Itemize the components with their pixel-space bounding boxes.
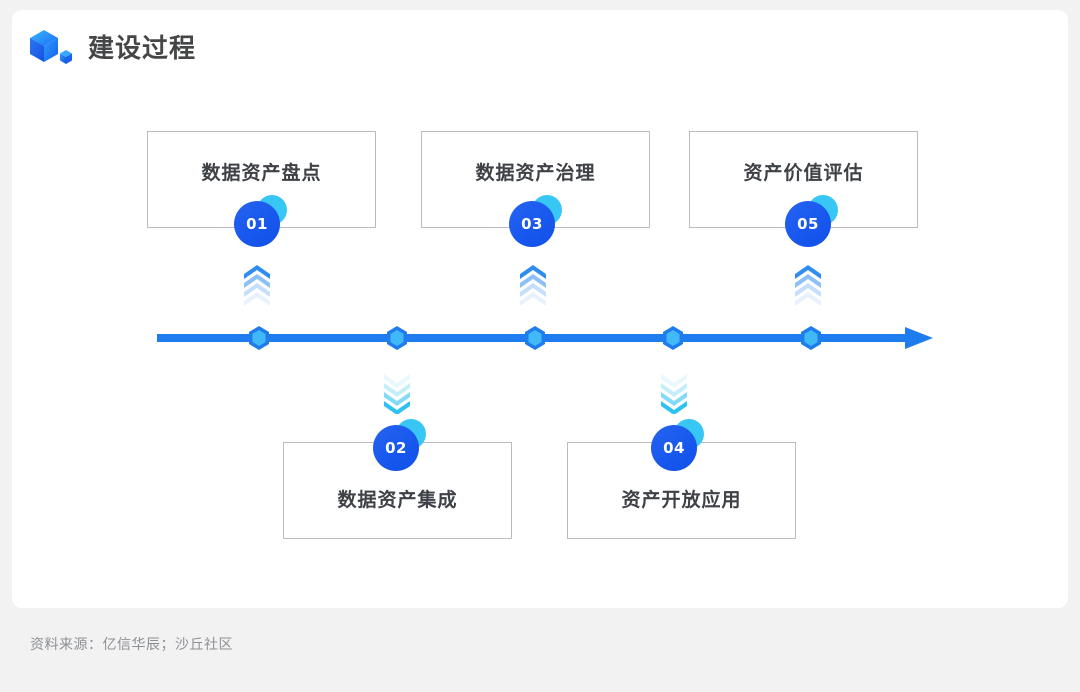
hexagon-marker [524,326,546,350]
slide-card [12,10,1068,608]
hexagon-marker [248,326,270,350]
cube-logo-icon [28,28,74,70]
badge-number: 02 [373,425,419,471]
hexagon-marker [386,326,408,350]
chevron-down-icon [384,374,410,414]
step-badge-04: 04 [651,419,704,471]
chevron-up-icon [520,265,546,305]
step-label: 资产价值评估 [743,162,864,184]
step-badge-03: 03 [509,195,562,247]
hexagon-marker [800,326,822,350]
process-diagram: 数据资产盘点 数据资产治理 资产价值评估 数据资产集成 资产开放应用 01 03… [147,131,935,539]
page-title: 建设过程 [88,34,197,64]
step-label: 数据资产集成 [337,489,458,511]
badge-number: 01 [234,201,280,247]
chevron-down-icon [661,374,687,414]
hexagon-marker [662,326,684,350]
step-label: 数据资产盘点 [201,162,322,184]
timeline-arrow-icon [905,323,935,353]
badge-number: 05 [785,201,831,247]
chevron-up-icon [244,265,270,305]
step-badge-02: 02 [373,419,426,471]
badge-number: 03 [509,201,555,247]
step-badge-05: 05 [785,195,838,247]
step-label: 资产开放应用 [621,489,742,511]
step-box-05[interactable]: 资产价值评估 [689,131,918,228]
source-note: 资料来源：亿信华辰；沙丘社区 [30,637,233,653]
step-label: 数据资产治理 [475,162,596,184]
slide-header: 建设过程 [28,28,196,70]
step-badge-01: 01 [234,195,287,247]
chevron-up-icon [795,265,821,305]
step-box-02[interactable]: 数据资产集成 [283,442,512,539]
badge-number: 04 [651,425,697,471]
